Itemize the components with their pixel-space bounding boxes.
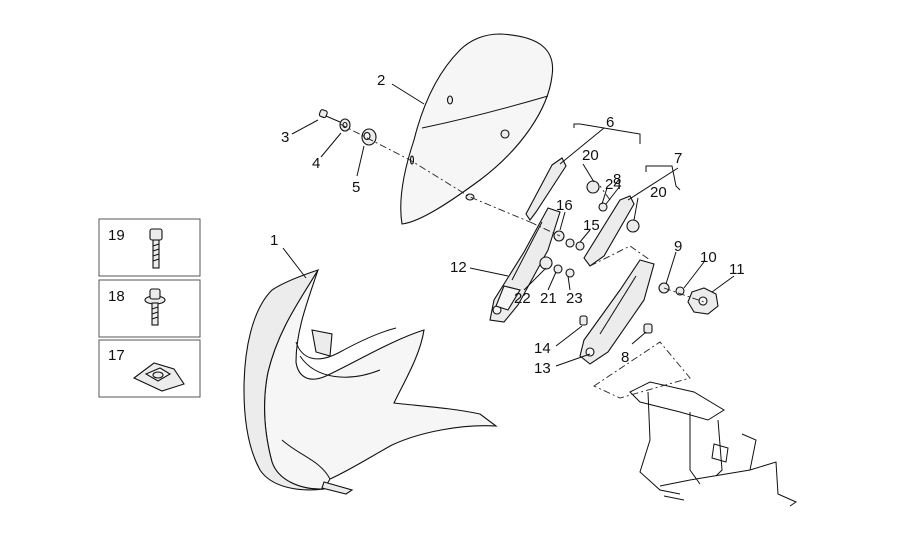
knob-11 — [687, 287, 719, 315]
label-part-1: 1 — [270, 232, 278, 249]
flange-screw-icon — [144, 288, 166, 326]
windscreen — [400, 33, 554, 225]
label-part-13: 13 — [534, 360, 551, 377]
label-part-20-right: 20 — [650, 184, 667, 201]
label-part-6: 6 — [606, 114, 614, 131]
label-part-7: 7 — [674, 150, 682, 167]
label-part-8-bottom: 8 — [621, 349, 629, 366]
label-part-18: 18 — [108, 288, 125, 305]
leader-lines — [282, 83, 735, 367]
label-part-8-top: 8 — [613, 171, 621, 188]
label-part-22: 22 — [514, 290, 531, 307]
label-part-16: 16 — [556, 197, 573, 214]
screw-3 — [318, 109, 341, 123]
label-part-2: 2 — [377, 72, 385, 89]
inset-box-17 — [98, 339, 201, 398]
front-fairing — [243, 269, 498, 495]
label-part-9: 9 — [674, 238, 682, 255]
label-part-20-left: 20 — [582, 147, 599, 164]
bracket-7 — [579, 195, 655, 365]
label-part-14: 14 — [534, 340, 551, 357]
clip-nut-icon — [132, 362, 185, 392]
label-part-11: 11 — [729, 261, 745, 278]
label-part-24: 24 — [605, 176, 622, 193]
label-part-17: 17 — [108, 347, 125, 364]
fastener-cluster — [539, 180, 685, 334]
support-frame — [629, 381, 798, 507]
label-part-15: 15 — [583, 217, 600, 234]
bracket-12 — [495, 285, 521, 311]
inset-box-18 — [98, 279, 201, 338]
label-part-10: 10 — [700, 249, 717, 266]
label-part-12: 12 — [450, 259, 467, 276]
label-part-21: 21 — [540, 290, 557, 307]
washer-4 — [339, 118, 351, 132]
label-part-5: 5 — [352, 179, 360, 196]
inset-box-19 — [98, 218, 201, 277]
screw-icon — [149, 228, 163, 269]
label-part-3: 3 — [281, 129, 289, 146]
grommet-5 — [361, 128, 377, 146]
label-part-23: 23 — [566, 290, 583, 307]
label-part-19: 19 — [108, 227, 125, 244]
label-part-4: 4 — [312, 155, 320, 172]
